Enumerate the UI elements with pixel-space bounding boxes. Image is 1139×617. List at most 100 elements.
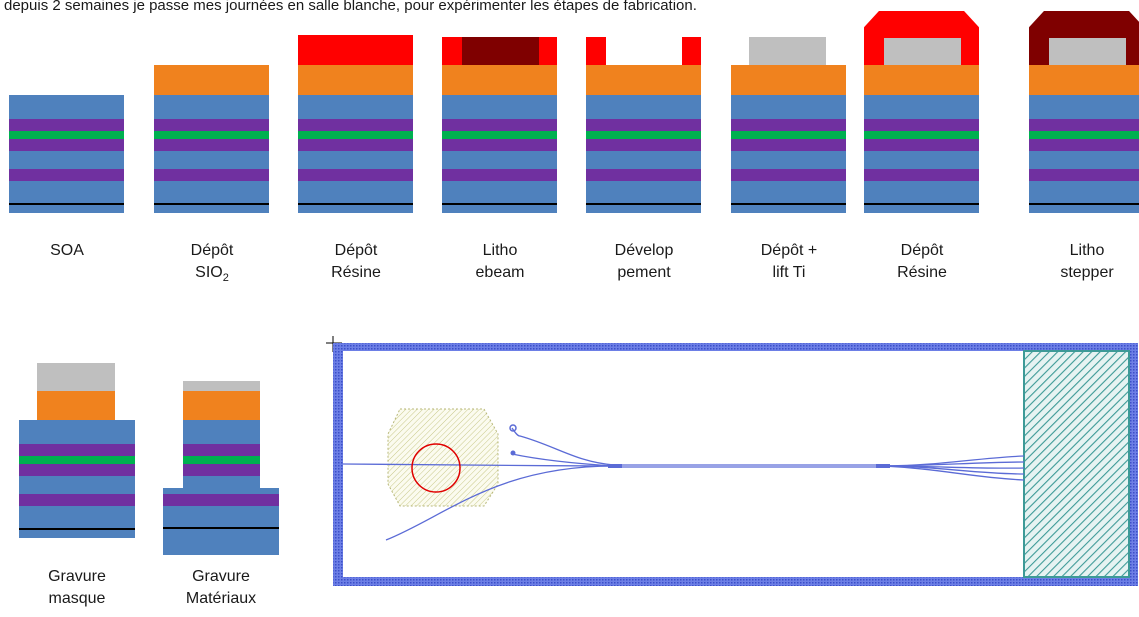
step-label-line1: Gravure	[192, 568, 250, 585]
quantum-well-layer	[1029, 139, 1139, 151]
taper-left	[608, 464, 622, 468]
step-label-line1: Dépôt	[190, 242, 234, 259]
quantum-well-layer	[19, 444, 135, 456]
quantum-well-layer	[586, 169, 701, 181]
step-label-developpement: Dévelop pement	[586, 240, 702, 284]
quantum-well-layer	[1029, 169, 1139, 181]
step-label-line1: Gravure	[48, 568, 106, 585]
substrate-layer	[19, 420, 135, 444]
substrate-layer	[442, 151, 557, 169]
step-label-line1: Dépôt	[900, 242, 944, 259]
taper-right	[876, 464, 890, 468]
substrate-layer	[864, 151, 979, 169]
quantum-well-layer	[9, 119, 124, 131]
quantum-well-layer	[586, 119, 701, 131]
quantum-well-layer	[183, 444, 260, 456]
active-layer-layer	[19, 456, 135, 464]
substrate-layer	[731, 95, 846, 119]
substrate-layer	[442, 95, 557, 119]
bend-terminator	[510, 450, 516, 456]
sio2-layer	[864, 65, 979, 95]
substrate-layer	[183, 420, 260, 444]
quantum-well-layer	[864, 139, 979, 151]
step-label-line2: pement	[617, 264, 671, 281]
substrate-layer	[183, 476, 260, 488]
interface-line	[1029, 203, 1139, 205]
substrate-layer	[731, 181, 846, 213]
quantum-well-layer	[154, 139, 269, 151]
sio2-layer	[37, 391, 115, 420]
quantum-well-layer	[731, 169, 846, 181]
substrate-layer	[163, 488, 279, 494]
quantum-well-layer	[163, 494, 279, 506]
hatched-pad	[1023, 350, 1130, 578]
substrate-layer	[586, 95, 701, 119]
quantum-well-layer	[442, 119, 557, 131]
step-label-line1: Litho	[482, 242, 518, 259]
step-label-depot-lift-ti: Dépôt +lift Ti	[731, 240, 847, 284]
substrate-layer	[1029, 151, 1139, 169]
quantum-well-layer	[442, 169, 557, 181]
active-layer-layer	[442, 131, 557, 139]
interface-line	[19, 528, 135, 530]
substrate-layer	[19, 506, 135, 538]
substrate-layer	[864, 181, 979, 213]
red-circle-mark	[411, 443, 461, 493]
interface-line	[864, 203, 979, 205]
sio2-layer	[731, 65, 846, 95]
titanium-layer	[884, 38, 961, 65]
substrate-layer	[298, 95, 413, 119]
quantum-well-layer	[19, 464, 135, 476]
quantum-well-layer	[864, 119, 979, 131]
substrate-layer	[864, 95, 979, 119]
quantum-well-layer	[731, 139, 846, 151]
sio2-layer	[1029, 65, 1139, 95]
quantum-well-layer	[19, 494, 135, 506]
substrate-layer	[154, 181, 269, 213]
quantum-well-layer	[154, 119, 269, 131]
bend-terminator	[509, 424, 517, 432]
interface-line	[163, 527, 279, 529]
substrate-layer	[586, 181, 701, 213]
exposed-resist	[462, 37, 539, 65]
resist-right	[682, 37, 701, 65]
substrate-layer	[9, 151, 124, 169]
substrate-layer	[731, 151, 846, 169]
sio2-layer	[154, 65, 269, 95]
quantum-well-layer	[731, 119, 846, 131]
step-label-line2: ebeam	[475, 264, 525, 281]
layout-frame	[333, 343, 1138, 586]
substrate-layer	[298, 181, 413, 213]
step-label-line1: Dépôt +	[760, 242, 818, 259]
subscript: 2	[222, 272, 229, 285]
active-layer-layer	[586, 131, 701, 139]
resist-layer	[298, 35, 413, 65]
sio2-layer	[298, 65, 413, 95]
quantum-well-layer	[586, 139, 701, 151]
substrate-layer	[154, 95, 269, 119]
interface-line	[586, 203, 701, 205]
substrate-layer	[163, 529, 279, 555]
step-label-line2: Matériaux	[185, 590, 257, 607]
active-layer-layer	[731, 131, 846, 139]
quantum-well-layer	[9, 139, 124, 151]
quantum-well-layer	[442, 139, 557, 151]
titanium-layer	[183, 381, 260, 391]
substrate-layer	[154, 151, 269, 169]
quantum-well-layer	[298, 139, 413, 151]
step-label-line1: Litho	[1069, 242, 1105, 259]
sio2-layer	[183, 391, 260, 420]
titanium-layer	[749, 37, 826, 65]
interface-line	[9, 203, 124, 205]
step-label-line1: Dévelop	[614, 242, 674, 259]
waveguides	[342, 427, 1025, 541]
interface-line	[154, 203, 269, 205]
active-layer-layer	[864, 131, 979, 139]
step-label-line1: SOA	[50, 242, 84, 259]
active-layer-layer	[298, 131, 413, 139]
quantum-well-layer	[864, 169, 979, 181]
quantum-well-layer	[298, 119, 413, 131]
